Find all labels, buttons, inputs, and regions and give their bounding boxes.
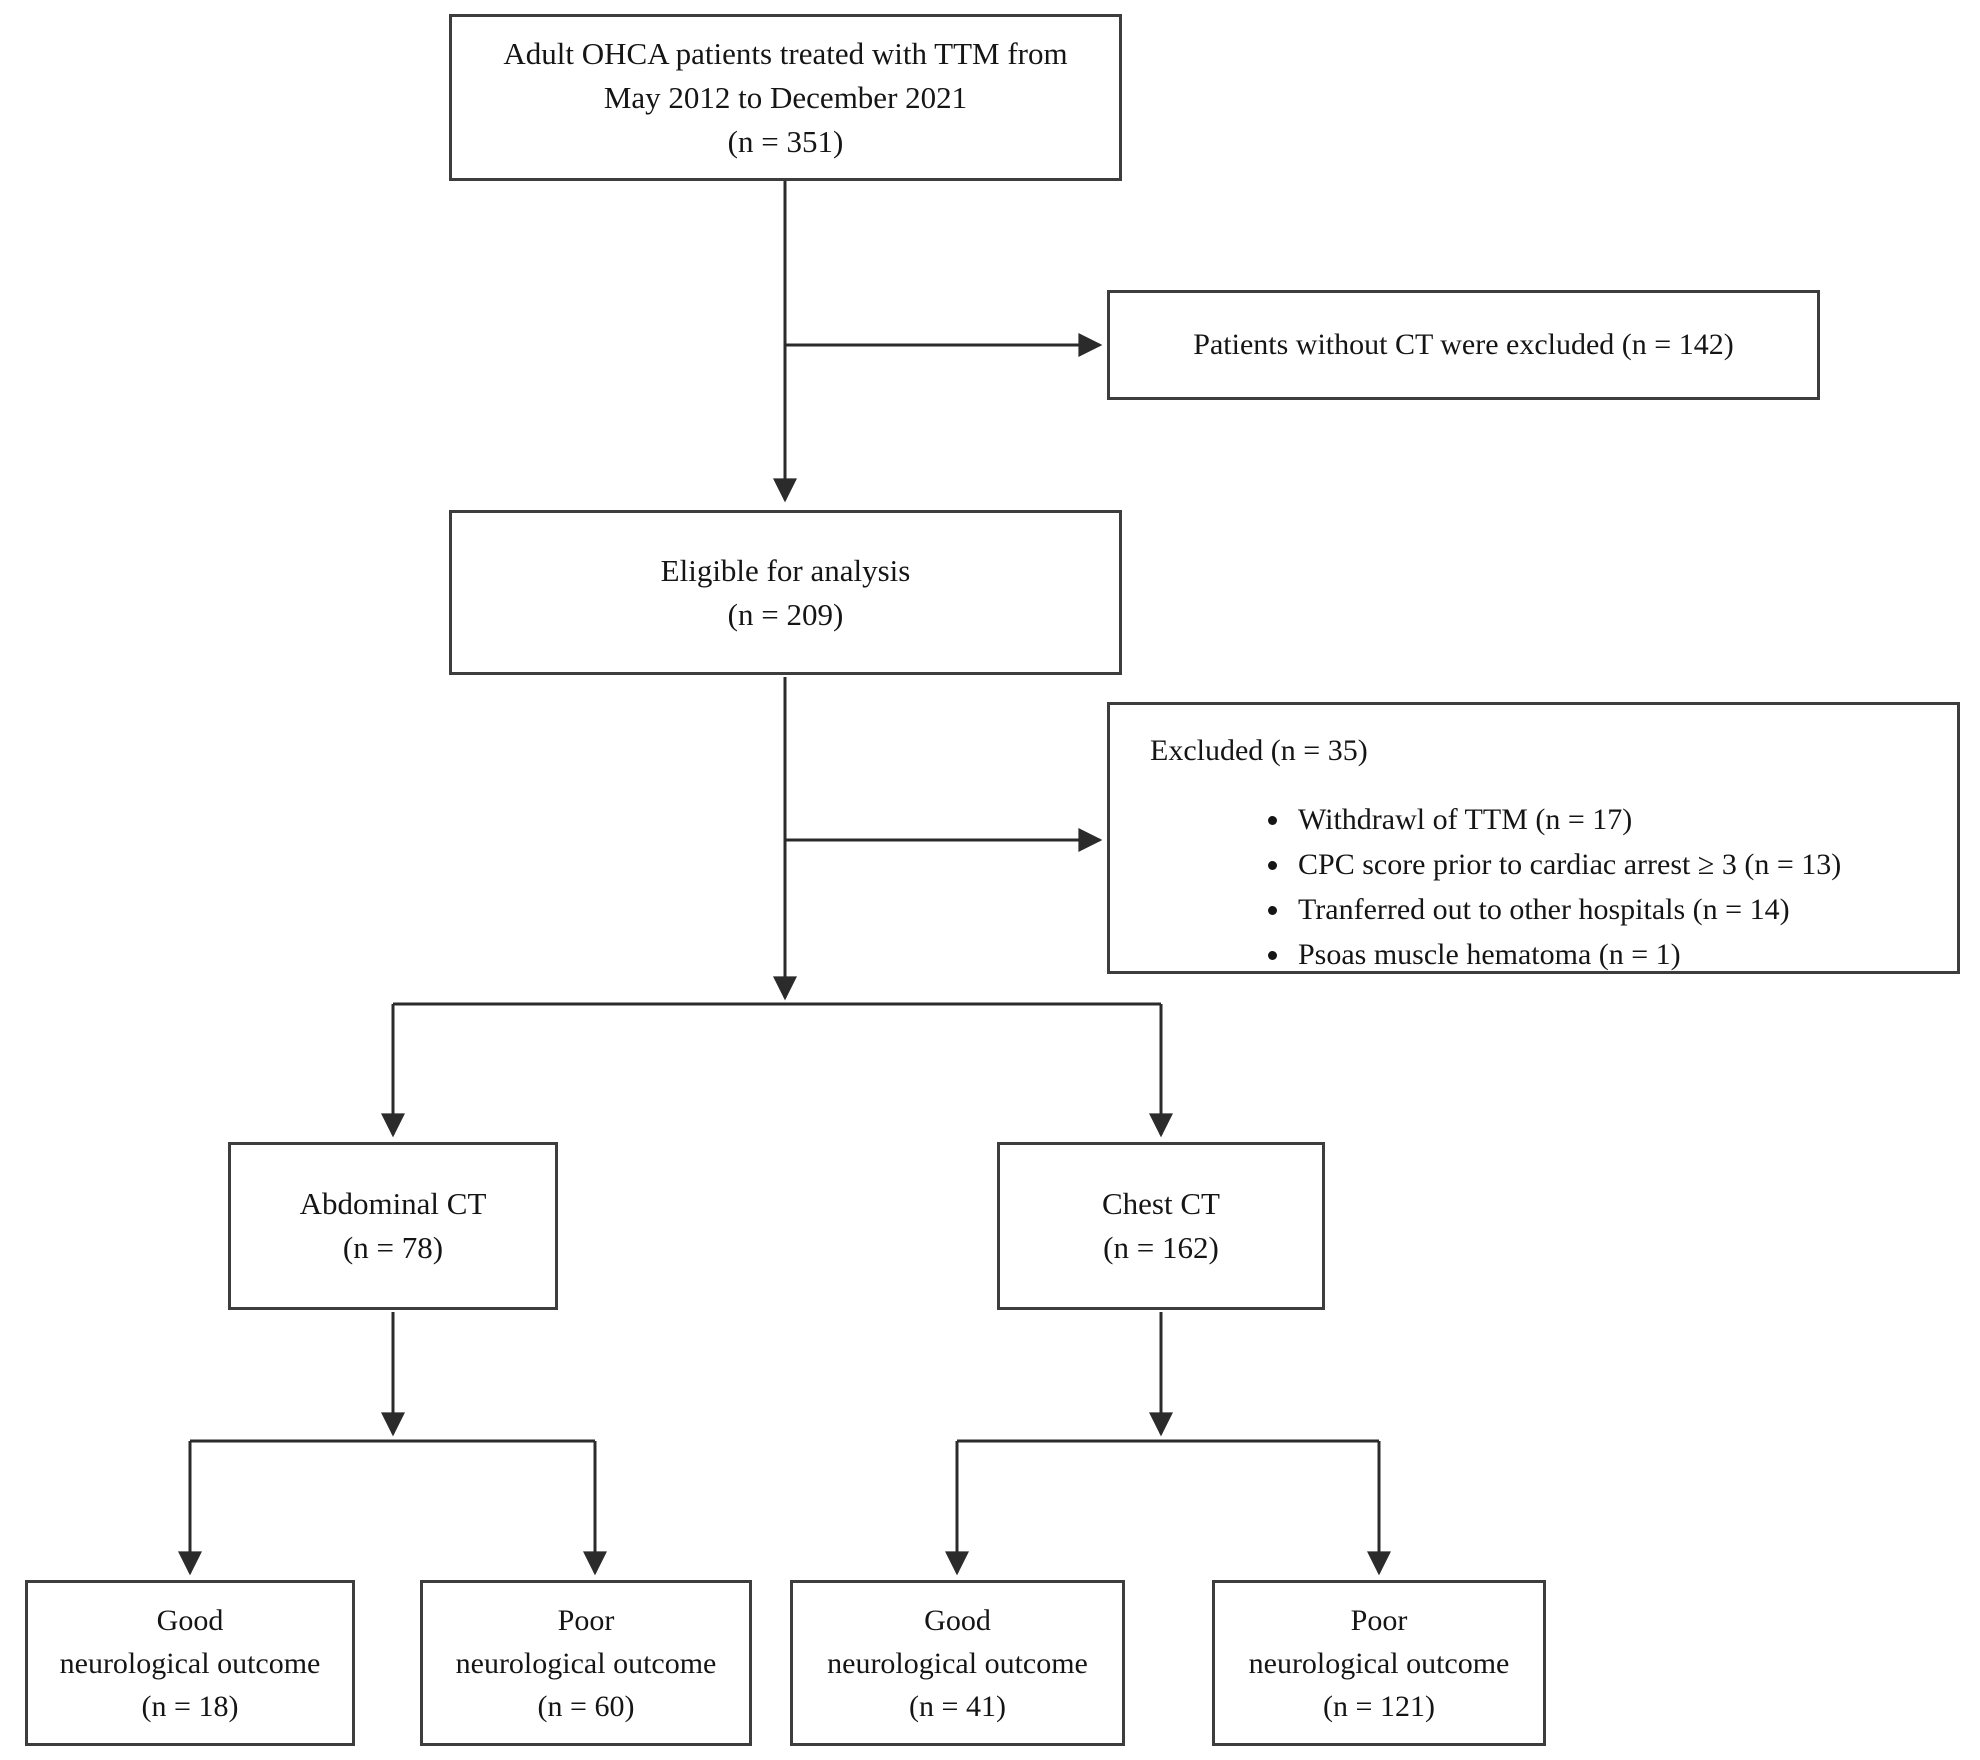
box-text-line: Patients without CT were excluded (n = 1…: [1193, 328, 1734, 361]
box-chest-poor-outcome: Poor neurological outcome (n = 121): [1212, 1580, 1546, 1746]
box-abdominal-poor-outcome: Poor neurological outcome (n = 60): [420, 1580, 752, 1746]
box-text-line: Abdominal CT: [299, 1186, 487, 1221]
box-text-line: Good: [156, 1603, 224, 1637]
box-chest-ct: Chest CT (n = 162): [997, 1142, 1325, 1310]
excluded-reason-item: Psoas muscle hematoma (n = 1): [1292, 932, 1933, 977]
box-text-line: Eligible for analysis: [660, 552, 911, 588]
box-text-line: Chest CT: [1102, 1186, 1220, 1221]
box-text-line: (n = 78): [342, 1230, 444, 1265]
box-excluded-reasons: Excluded (n = 35) Withdrawl of TTM (n = …: [1107, 702, 1960, 974]
excluded-title: Excluded (n = 35): [1150, 734, 1368, 767]
excluded-reason-item: Withdrawl of TTM (n = 17): [1292, 797, 1933, 842]
box-text-line: (n = 162): [1103, 1230, 1219, 1265]
box-text-line: Poor: [1350, 1603, 1408, 1637]
box-text-line: (n = 60): [537, 1689, 635, 1723]
box-text-line: neurological outcome: [1248, 1646, 1510, 1680]
box-text-line: Poor: [557, 1603, 615, 1637]
box-enrolled-patients: Adult OHCA patients treated with TTM fro…: [449, 14, 1122, 181]
box-abdominal-ct: Abdominal CT (n = 78): [228, 1142, 558, 1310]
box-eligible-for-analysis: Eligible for analysis (n = 209): [449, 510, 1122, 675]
box-excluded-no-ct: Patients without CT were excluded (n = 1…: [1107, 290, 1820, 400]
box-abdominal-good-outcome: Good neurological outcome (n = 18): [25, 1580, 355, 1746]
box-text-line: (n = 41): [909, 1689, 1006, 1723]
box-text-line: Adult OHCA patients treated with TTM fro…: [503, 35, 1068, 71]
box-text-line: (n = 351): [727, 123, 844, 159]
excluded-reason-item: Tranferred out to other hospitals (n = 1…: [1292, 887, 1933, 932]
box-text-line: neurological outcome: [455, 1646, 717, 1680]
excluded-reason-item: CPC score prior to cardiac arrest ≥ 3 (n…: [1292, 842, 1933, 887]
box-text-line: (n = 18): [141, 1689, 239, 1723]
box-chest-good-outcome: Good neurological outcome (n = 41): [790, 1580, 1125, 1746]
excluded-reasons-list: Withdrawl of TTM (n = 17) CPC score prio…: [1150, 797, 1933, 977]
box-text-line: (n = 209): [727, 596, 844, 632]
box-text-line: (n = 121): [1323, 1689, 1435, 1723]
box-text-line: May 2012 to December 2021: [603, 79, 968, 115]
box-text-line: neurological outcome: [59, 1646, 321, 1680]
box-text-line: Good: [924, 1603, 991, 1637]
box-text-line: neurological outcome: [827, 1646, 1088, 1680]
